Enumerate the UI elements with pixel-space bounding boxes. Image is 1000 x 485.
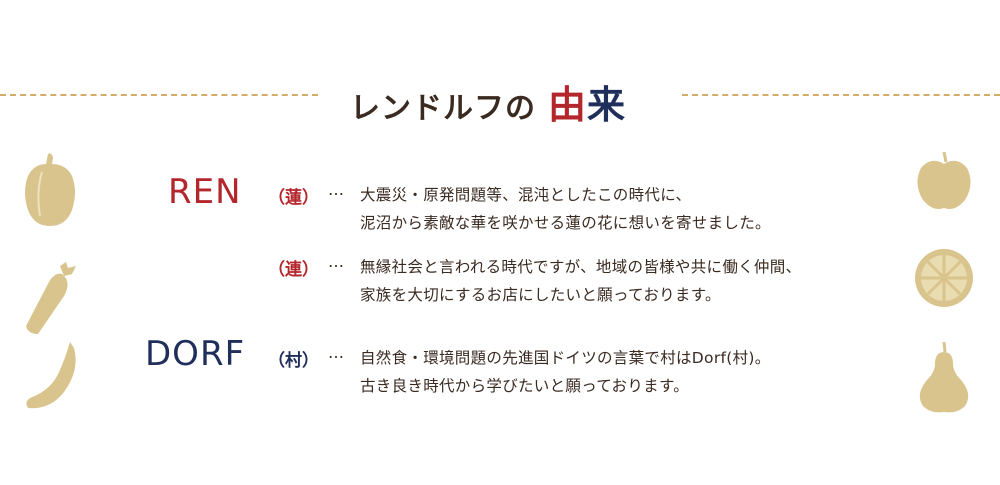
kanji-lotus: （蓮） bbox=[268, 188, 319, 208]
left-dashed-divider bbox=[0, 94, 318, 96]
ellipsis: … bbox=[328, 343, 344, 362]
title-accent-yu: 由 bbox=[548, 83, 588, 127]
title-row: レンドルフの由来 bbox=[0, 68, 1000, 127]
dorf-line-1: 自然食・環境問題の先進国ドイツの言葉で村はDorf(村)。 bbox=[360, 349, 771, 367]
pear-icon bbox=[915, 342, 973, 414]
ren-lotus-line-2: 泥沼から素敵な華を咲かせる蓮の花に想いを寄せました。 bbox=[360, 214, 771, 232]
bean-pod-icon bbox=[24, 340, 80, 412]
title-accent-rai: 来 bbox=[587, 83, 627, 127]
apple-icon bbox=[915, 150, 973, 212]
dorf-word: DORF bbox=[145, 334, 246, 374]
ren-connect-line-1: 無縁社会と言われる時代ですが、地域の皆様や共に働く仲間、 bbox=[360, 258, 802, 276]
ren-connect-line-2: 家族を大切にするお店にしたいと願っております。 bbox=[360, 286, 721, 304]
title-prefix: レンドルフの bbox=[350, 91, 536, 126]
kanji-village: （村） bbox=[268, 351, 319, 371]
pepper-icon bbox=[22, 152, 78, 228]
ren-lotus-line-1: 大震災・原発問題等、混沌としたこの時代に、 bbox=[360, 186, 692, 204]
page-title: レンドルフの由来 bbox=[350, 74, 650, 129]
ellipsis: … bbox=[328, 180, 344, 199]
dorf-line-2: 古き良き時代から学びたいと願っております。 bbox=[360, 377, 690, 395]
ellipsis: … bbox=[328, 252, 344, 271]
kanji-connect: （連） bbox=[268, 260, 319, 280]
ren-word: REN bbox=[168, 172, 242, 212]
right-dashed-divider bbox=[682, 94, 1000, 96]
orange-slice-icon bbox=[914, 248, 974, 308]
carrot-icon bbox=[24, 262, 78, 336]
